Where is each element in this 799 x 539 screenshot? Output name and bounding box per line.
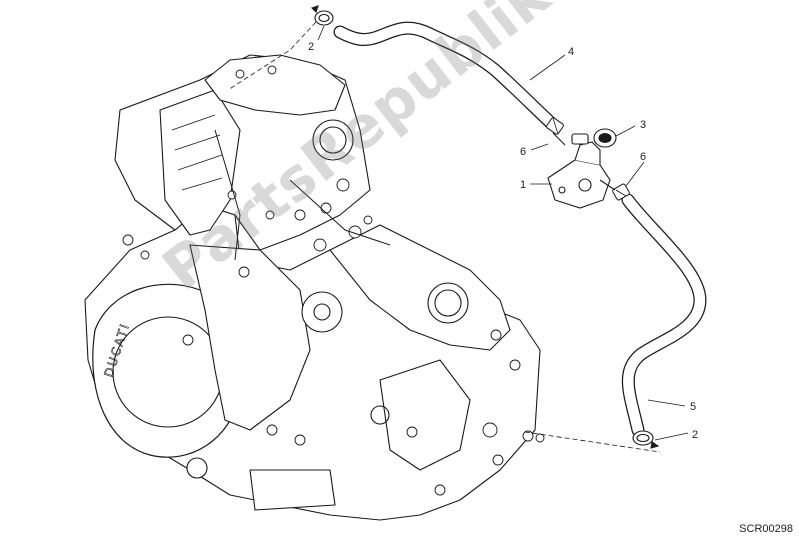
callout-3: 3	[640, 119, 646, 131]
drawing-code: SCR00298	[739, 523, 793, 535]
engine-assembly	[84, 54, 545, 521]
belt-cover	[189, 244, 311, 431]
breather-hose-upper	[333, 21, 559, 131]
hose-fitting-left	[546, 117, 564, 135]
breather-hose-lower	[621, 193, 707, 437]
bolt-heads	[122, 65, 545, 496]
right-side-cover	[379, 359, 471, 471]
water-pump-pulley	[301, 291, 343, 333]
oil-filler-cap-front	[312, 119, 354, 161]
callout-6-left: 6	[520, 146, 526, 158]
alignment-line-top	[227, 21, 317, 91]
callout-4: 4	[568, 46, 574, 58]
hose-clamp-top	[310, 5, 334, 26]
hose-fitting-right	[612, 183, 630, 201]
hose-clamp-bottom	[632, 430, 660, 449]
alignment-line-bottom	[524, 431, 661, 453]
oil-sump	[249, 469, 336, 511]
callout-1: 1	[520, 179, 526, 191]
callout-5: 5	[690, 401, 696, 413]
oil-filler-cap-rear	[427, 282, 469, 324]
drain-plug	[186, 457, 208, 479]
rubber-grommet	[593, 128, 617, 148]
callout-2-bottom: 2	[692, 429, 698, 441]
rear-cylinder	[329, 224, 511, 351]
callout-6-right: 6	[640, 151, 646, 163]
callout-2-top: 2	[308, 41, 314, 53]
leader-lines	[227, 21, 689, 453]
oil-breather-separator	[547, 132, 616, 209]
